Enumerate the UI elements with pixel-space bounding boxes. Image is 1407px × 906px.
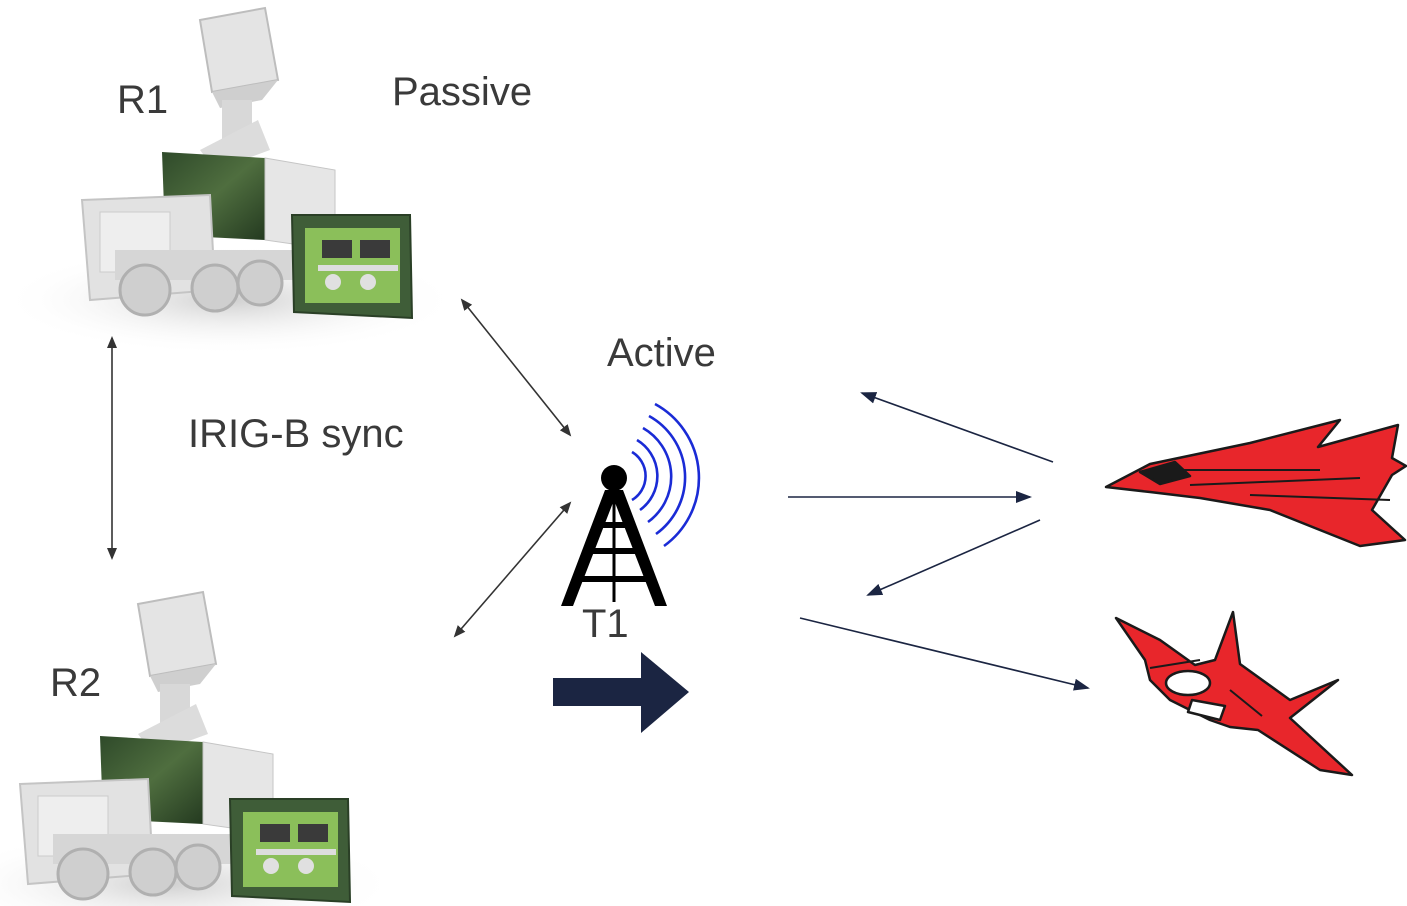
fighter-jet-icon — [1114, 610, 1354, 777]
passive-label: Passive — [392, 70, 533, 114]
transmit-arrow-lower — [799, 617, 1090, 691]
r1-label: R1 — [117, 78, 169, 122]
radar-truck-icon — [0, 590, 398, 906]
irig-sync-label: IRIG-B sync — [188, 412, 404, 456]
radio-waves-icon — [631, 402, 701, 548]
t1-label: T1 — [582, 602, 629, 646]
block-arrow-icon — [553, 652, 689, 733]
r2-label: R2 — [50, 661, 102, 705]
stealth-aircraft-icon — [1104, 418, 1407, 548]
return-arrow-upper — [860, 392, 1054, 463]
transmitter-tower-icon — [561, 465, 667, 606]
radar-truck-icon — [0, 6, 460, 355]
return-arrow-lower — [866, 519, 1041, 596]
r1-t1-link-arrow — [460, 298, 572, 437]
active-label: Active — [607, 331, 716, 375]
r2-t1-link-arrow — [453, 501, 572, 638]
